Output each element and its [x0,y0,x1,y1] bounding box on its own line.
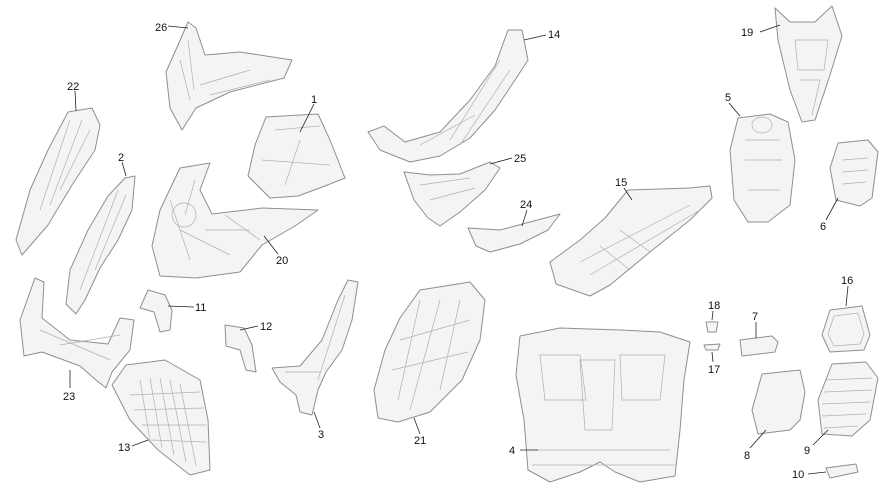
label-5: 5 [725,92,731,104]
label-2: 2 [118,152,124,164]
part-6 [829,139,879,207]
part-4 [515,327,691,483]
part-7 [739,335,779,357]
part-1 [247,113,346,199]
part-14 [367,29,529,163]
label-6: 6 [820,221,826,233]
part-19 [774,5,843,123]
part-25 [403,161,501,227]
label-19: 19 [741,27,753,39]
part-20 [151,162,319,279]
part-8 [751,369,806,435]
part-17 [703,343,721,351]
label-25: 25 [514,153,526,165]
label-20: 20 [276,255,288,267]
part-15 [549,185,713,297]
label-14: 14 [548,29,560,41]
part-18 [705,321,719,333]
part-3 [271,279,359,416]
part-16 [821,305,871,353]
part-11 [139,289,173,333]
part-26 [165,21,293,131]
label-13: 13 [118,442,130,454]
label-17: 17 [708,364,720,376]
label-26: 26 [155,22,167,34]
label-4: 4 [509,445,515,457]
part-9 [817,361,879,437]
part-23 [19,277,135,389]
callout-labels: 26 22 2 1 20 11 12 23 13 3 21 14 25 24 1… [63,22,853,481]
part-10 [825,463,859,479]
label-24: 24 [520,199,532,211]
part-13 [111,359,211,476]
label-12: 12 [260,321,272,333]
label-8: 8 [744,450,750,462]
part-5 [729,113,796,223]
label-3: 3 [318,429,324,441]
label-9: 9 [804,445,810,457]
part-12 [224,324,257,373]
part-2 [65,175,136,315]
part-21 [373,281,486,423]
part-24 [467,213,561,253]
label-15: 15 [615,177,627,189]
part-22 [15,107,101,256]
leader-lines [69,24,849,475]
label-22: 22 [67,81,79,93]
label-7: 7 [752,311,758,323]
label-18: 18 [708,300,720,312]
label-1: 1 [311,94,317,106]
label-21: 21 [414,435,426,447]
label-23: 23 [63,391,75,403]
label-10: 10 [792,469,804,481]
label-11: 11 [195,302,206,314]
label-16: 16 [841,275,853,287]
